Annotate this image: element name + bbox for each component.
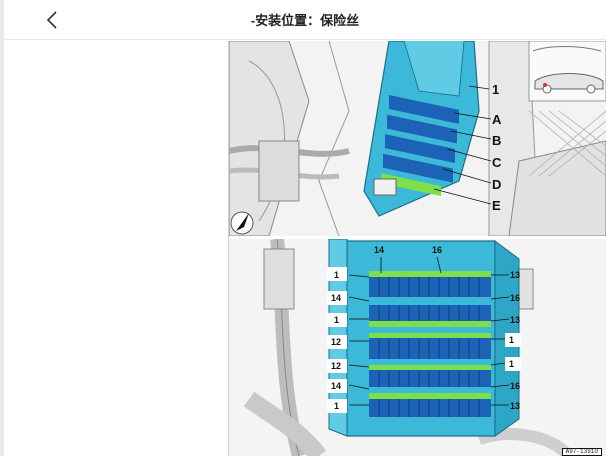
figure-reference-code: A97-13910 [561, 448, 602, 456]
callout-row5-right: 1 [509, 359, 514, 369]
chevron-left-icon [46, 11, 57, 29]
fuse-location-diagram: 1 A B C D E [229, 41, 606, 236]
callout-top-14: 14 [374, 245, 384, 255]
callout-row1-right: 13 [510, 270, 520, 280]
diagram-separator [229, 236, 606, 239]
fuse-box-detail-diagram: 14 16 1 13 14 16 1 13 12 1 12 1 14 16 1 … [229, 239, 606, 456]
callout-row3-right: 13 [510, 315, 520, 325]
top-bar: -安装位置：保险丝 [4, 0, 606, 40]
callout-row6-right: 16 [510, 381, 520, 391]
callout-row7-left: 1 [334, 401, 339, 411]
callout-row1-left: 1 [334, 270, 339, 280]
callout-row2-right: 16 [510, 293, 520, 303]
fuse-location-illustration: 1 A B C D E [229, 41, 606, 236]
left-panel [4, 41, 228, 456]
callout-1: 1 [492, 82, 499, 97]
callout-row5-left: 12 [331, 361, 341, 371]
callout-top-16: 16 [432, 245, 442, 255]
callout-row2-left: 14 [331, 293, 341, 303]
window-left-edge [0, 0, 4, 456]
callout-A: A [492, 112, 502, 127]
callout-E: E [492, 198, 501, 213]
callout-row6-left: 14 [331, 381, 341, 391]
callout-row3-left: 1 [334, 315, 339, 325]
callout-C: C [492, 155, 502, 170]
direction-arrow-icon [230, 211, 254, 235]
callout-B: B [492, 133, 501, 148]
page-title: -安装位置：保险丝 [250, 13, 360, 28]
fuse-box-detail-illustration: 14 16 1 13 14 16 1 13 12 1 12 1 14 16 1 … [229, 239, 606, 456]
back-button[interactable] [38, 6, 66, 34]
fuse-box [363, 41, 480, 217]
callout-row4-left: 12 [331, 337, 341, 347]
fuse-rows [369, 271, 491, 417]
callout-row7-right: 13 [510, 401, 520, 411]
panel-divider [228, 41, 229, 456]
car-thumbnail [528, 41, 606, 102]
callout-D: D [492, 177, 501, 192]
callout-row4-right: 1 [509, 335, 514, 345]
